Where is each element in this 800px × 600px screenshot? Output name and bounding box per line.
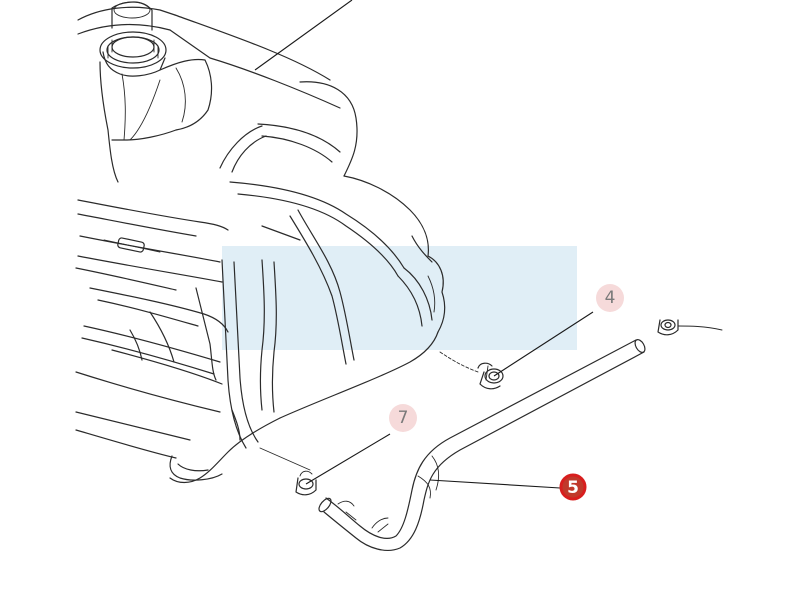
callout-7[interactable]: 7	[389, 404, 417, 432]
leader-line-5	[429, 479, 561, 489]
fuel-tank	[75, 1, 479, 484]
leader-line-4	[493, 311, 594, 377]
leader-line-tank	[254, 0, 353, 71]
clip-part-4	[477, 362, 504, 390]
filler-neck	[99, 1, 167, 77]
callout-7-label: 7	[398, 408, 409, 428]
callout-5-label: 5	[567, 478, 579, 498]
clip-part-7	[295, 470, 317, 496]
callout-5-selected[interactable]: 5	[559, 473, 587, 501]
callout-4-label: 4	[605, 288, 616, 308]
watermark-logo	[222, 246, 577, 350]
hose-end-clip	[657, 319, 723, 336]
leader-line-7	[305, 433, 391, 485]
hose-part-5	[318, 339, 646, 551]
callout-4[interactable]: 4	[596, 284, 624, 312]
